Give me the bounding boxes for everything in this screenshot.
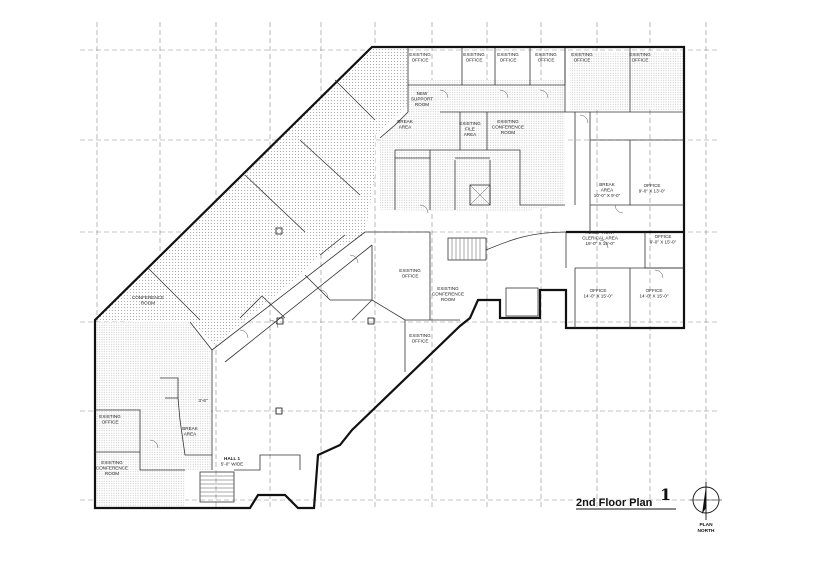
room-label-line: 3'-6" (198, 398, 208, 403)
north-label-plan: PLAN (699, 522, 713, 528)
room-label-line: ROOM (501, 130, 515, 135)
room-label-line: BREAK (182, 426, 199, 431)
room-label-line: OFFICE (500, 57, 517, 62)
room-label-line: RECEPTION / (585, 230, 615, 235)
room-label-line: AREA (464, 132, 477, 137)
room-label-line: CONFERENCE (132, 295, 164, 300)
room-label-line: OFFICE (466, 57, 483, 62)
door-swings (149, 89, 664, 449)
room-label-line: 9'-0" X 15'-0" (650, 239, 677, 244)
north-arrow-icon: PLAN NORTH (690, 482, 722, 534)
room-label-line: CONFERENCE (96, 465, 128, 470)
room-label-line: EXISTING (101, 460, 123, 465)
room-label-line: 9'-0" X 13'-0" (639, 188, 666, 193)
room-label-line: AREA (601, 187, 614, 192)
room-label-line: BREAK (397, 119, 414, 124)
room-label-line: OFFICE (632, 57, 649, 62)
room-label-line: SUPPORT (411, 96, 433, 101)
room-label-line: OFFICE (644, 183, 661, 188)
room-label-line: EXISTING (463, 52, 485, 57)
room-label-line: OFFICE (646, 288, 663, 293)
room-label-line: 5'-0" WIDE (221, 461, 243, 466)
drawing-title: 2nd Floor Plan (576, 497, 653, 509)
room-label-line: OFFICE (538, 57, 555, 62)
room-label-line: EXISTING (571, 52, 593, 57)
room-label-line: CONFERENCE (432, 291, 464, 296)
room-label-line: CLERICAL AREA (582, 235, 619, 240)
room-label-line: EXISTING (497, 119, 519, 124)
room-label-line: OFFICE (412, 338, 429, 343)
room-label-line: OFFICE (102, 419, 119, 424)
exterior-walls (93, 45, 686, 510)
column-markers (275, 227, 375, 415)
room-label-line: BREAK (599, 182, 616, 187)
room-label-line: ROOM (415, 102, 429, 107)
room-label-line: 14'-0" X 15'-0" (639, 293, 668, 298)
room-label-line: ROOM (141, 300, 155, 305)
sheet-number: 1 (660, 485, 671, 504)
room-label-line: 10'-0" X 9'-0" (594, 193, 621, 198)
interior-partitions (95, 48, 684, 503)
room-label-line: OFFICE (402, 273, 419, 278)
room-label-line: EXISTING (629, 52, 651, 57)
room-label-line: AREA (184, 431, 197, 436)
room-label-line: EXISTING (409, 52, 431, 57)
room-label-line: 19'-0" X 15'-0" (585, 241, 614, 246)
room-label-line: HALL 1 (224, 456, 240, 461)
room-label-line: CONFERENCE (492, 124, 524, 129)
room-label-line: AREA (399, 124, 412, 129)
room-label-line: EXISTING (409, 333, 431, 338)
room-label-line: EXISTING (535, 52, 557, 57)
room-label-line: 14'-0" X 15'-0" (583, 293, 612, 298)
room-label-line: EXISTING (497, 52, 519, 57)
room-label-line: EXISTING (437, 286, 459, 291)
title-block: 2nd Floor Plan 1 (576, 485, 676, 510)
room-label-line: FILE (465, 126, 475, 131)
room-label-dimension-note: 3'-6" (198, 398, 208, 403)
room-label-line: OFFICE (412, 57, 429, 62)
room-label-line: OFFICE (574, 57, 591, 62)
room-label-line: ROOM (105, 471, 119, 476)
room-label-line: EXISTING (459, 121, 481, 126)
room-label-line: OFFICE (590, 288, 607, 293)
room-label-line: OFFICE (655, 234, 672, 239)
room-label-line: EXISTING (99, 414, 121, 419)
room-label-line: NEW (417, 91, 428, 96)
north-label-north: NORTH (697, 528, 715, 534)
room-label-line: ROOM (441, 297, 455, 302)
hatched-areas (95, 48, 684, 508)
room-label-line: EXISTING (399, 268, 421, 273)
